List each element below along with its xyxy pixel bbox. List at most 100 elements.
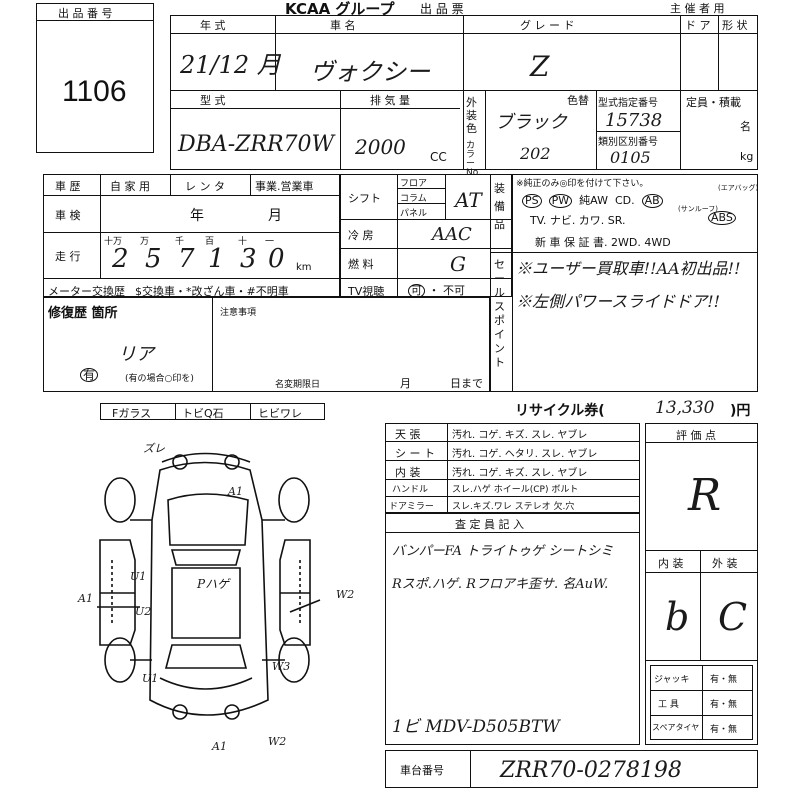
mileage-digit: 7	[178, 244, 195, 274]
tool-label: ジャッキ	[654, 675, 690, 685]
exterior-grade: C	[718, 595, 748, 639]
interior-row-label: 内 装	[395, 466, 421, 479]
mark-left-u1: U1	[130, 570, 147, 583]
capacity-label: 定員・積載	[686, 96, 741, 109]
class-no-value: 0105	[610, 148, 651, 167]
year-label: 年 式	[200, 19, 226, 32]
equip-ps: PS	[522, 194, 542, 208]
attention-label: 注意事項	[220, 308, 257, 318]
capacity-unit-persons: 名	[740, 120, 751, 133]
mark-hood: A1	[228, 485, 243, 498]
sunroof-note: (サンルーフ)	[678, 205, 719, 213]
interior-table	[385, 423, 640, 513]
unit-100k: 十万	[104, 237, 123, 247]
model-label: 型 式	[200, 94, 226, 107]
grade-value: Z	[530, 50, 550, 83]
tools-box	[650, 665, 753, 740]
color-change-label: 色替	[567, 94, 589, 107]
unit-1: 一	[265, 237, 275, 247]
shape-label: 形 状	[722, 19, 748, 32]
equipment-note: ※純正のみ◎印を付けて下さい。	[516, 179, 649, 189]
interior-row-value: 汚れ. コゲ. ヘタリ. スレ. ヤブレ	[452, 449, 598, 460]
interior-row-value: 汚れ. コゲ. キズ. スレ. ヤブレ	[452, 430, 588, 441]
interior-row-value: 汚れ. コゲ. キズ. スレ. ヤブレ	[452, 468, 588, 479]
mileage-digit: 0	[268, 244, 285, 274]
year-value: 21/12 月	[180, 51, 281, 79]
interior-grade: b	[665, 595, 690, 639]
shift-floor: フロア	[400, 179, 428, 189]
fuel-value: G	[450, 252, 466, 276]
glass-front: Fガラス	[112, 407, 152, 420]
shift-column: コラム	[400, 194, 427, 204]
repair-note: (有の場合○印を)	[125, 374, 194, 384]
mileage-digit: 1	[208, 244, 225, 274]
inspector-line1: バンパーFA トライトゥゲ シートシミ	[392, 544, 614, 559]
doors-label: ド ア	[685, 19, 711, 32]
mark-bottom-a1: A1	[212, 740, 227, 753]
equip-aw: 純AW	[579, 194, 608, 207]
form-title: 出 品 票	[420, 2, 464, 16]
shaken-month: 月	[268, 208, 282, 224]
grade-label: グ レ ー ド	[520, 19, 575, 32]
interior-row-label: ハンドル	[392, 485, 429, 495]
exterior-grade-label: 外 装	[712, 557, 738, 570]
class-no-label: 類別区別番号	[598, 137, 658, 148]
tv-label: TV視聴	[348, 285, 385, 298]
shift-panel: パネル	[400, 209, 428, 219]
inspector-label: 査 定 員 記 入	[455, 518, 524, 531]
color-no-value: 202	[520, 144, 551, 163]
evaluation-score: R	[688, 470, 722, 521]
lot-number-label: 出 品 番 号	[58, 7, 113, 20]
mark-right-w2: W2	[336, 588, 355, 601]
mileage-digit: 3	[240, 244, 257, 274]
tool-label: スペアタイヤ	[652, 723, 700, 732]
repair-box	[43, 297, 490, 392]
evaluation-box	[645, 423, 758, 745]
displacement-value: 2000	[355, 135, 406, 159]
recycle-label: リサイクル券(	[515, 403, 605, 419]
glass-box	[100, 403, 325, 420]
type-no-value: 15738	[605, 110, 663, 131]
interior-row-label: シ ー ト	[395, 447, 435, 460]
mileage-digit: 5	[145, 244, 162, 274]
interior-grade-label: 内 装	[658, 557, 684, 570]
sales-point-line2: ※左側パワースライドドア!!	[516, 292, 721, 311]
ac-value: AAC	[432, 224, 472, 245]
equipment-box	[490, 174, 758, 392]
glass-chip: トビQ石	[182, 407, 224, 420]
history-business: 事業.営業車	[255, 180, 314, 193]
sales-point-label: セールスポイント	[494, 258, 505, 369]
mark-left-u2: U2	[135, 605, 152, 618]
brand-name: KCAA グループ	[285, 0, 395, 18]
repair-label: 修復歴 箇所	[48, 306, 118, 321]
name-label: 車 名	[330, 19, 356, 32]
recycle-value: 13,330	[655, 398, 715, 418]
inspector-line3: 1ビ MDV-D505BTW	[392, 717, 560, 737]
tv-ng: 不可	[443, 284, 465, 297]
exterior-label: 外装色	[466, 96, 477, 135]
cc-unit: CC	[430, 150, 447, 164]
history-label: 車 歴	[55, 180, 81, 193]
organizer-label: 主 催 者 用	[670, 2, 725, 15]
inspector-line2: Rスポ.ハゲ. Rフロアキ歪サ. 名AuW.	[392, 577, 609, 592]
inspector-box	[385, 513, 640, 745]
drive-box	[340, 174, 512, 297]
lot-number: 1106	[62, 75, 127, 108]
mark-left-a1: A1	[78, 592, 93, 605]
interior-row-label: 天 張	[395, 428, 421, 441]
equip-abs: ABS	[708, 211, 736, 225]
interior-row-value: スレ.キズ.ワレ ステレオ 欠.穴	[452, 502, 575, 512]
repair-marker: 有	[80, 368, 99, 382]
color-no-label: カラーNo.	[466, 141, 481, 178]
chassis-label: 車台番号	[400, 764, 444, 777]
airbag-note: (エアバッグ)	[718, 184, 759, 192]
color-value: ブラック	[495, 112, 567, 133]
meter-exchange-options: $交換車・*改ざん車・#不明車	[135, 285, 289, 298]
interior-row-value: スレ.ハゲ ホイール(CP) ボルト	[452, 485, 579, 495]
equip-pw: PW	[548, 194, 573, 208]
mark-top: ズレ	[143, 442, 165, 455]
mark-roof: Pハゲ	[197, 577, 230, 591]
vehicle-info-box	[170, 15, 758, 170]
chassis-number: ZRR70-0278198	[500, 758, 682, 783]
